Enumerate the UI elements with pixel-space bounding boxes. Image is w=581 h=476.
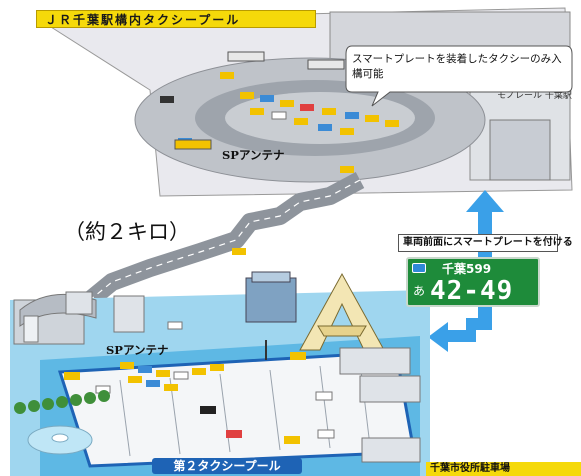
distance-label: （約２キロ） — [64, 220, 190, 244]
second-pool-area — [10, 271, 430, 476]
plate-region: 千葉599 — [442, 262, 492, 276]
plate-instruction: 車両前面にスマートプレートを付ける — [398, 234, 573, 252]
connecting-road — [84, 172, 365, 307]
second-pool-label: 第２タクシープール — [152, 458, 302, 474]
callout-text: スマートプレートを装着したタクシーのみ入構可能 — [352, 53, 562, 80]
plate-hiragana: あ — [413, 284, 426, 298]
page-title: ＪＲ千葉駅構内タクシープール — [36, 10, 316, 28]
sp-antenna-label-top: SPアンテナ — [222, 148, 285, 162]
sp-antenna-label-bottom: SPアンテナ — [106, 343, 169, 357]
city-hall-lot-label: 千葉市役所駐車場 — [426, 462, 581, 476]
plate-number: 42-49 — [430, 276, 514, 306]
smart-plate-tag-icon — [412, 263, 426, 273]
blue-arrow-left — [428, 318, 492, 352]
station-area: モノレール 千葉駅 — [38, 7, 573, 197]
callout-bubble — [345, 45, 573, 107]
license-plate: 千葉599 あ 42-49 — [406, 257, 540, 307]
taxi-cluster-bottom — [64, 321, 335, 444]
